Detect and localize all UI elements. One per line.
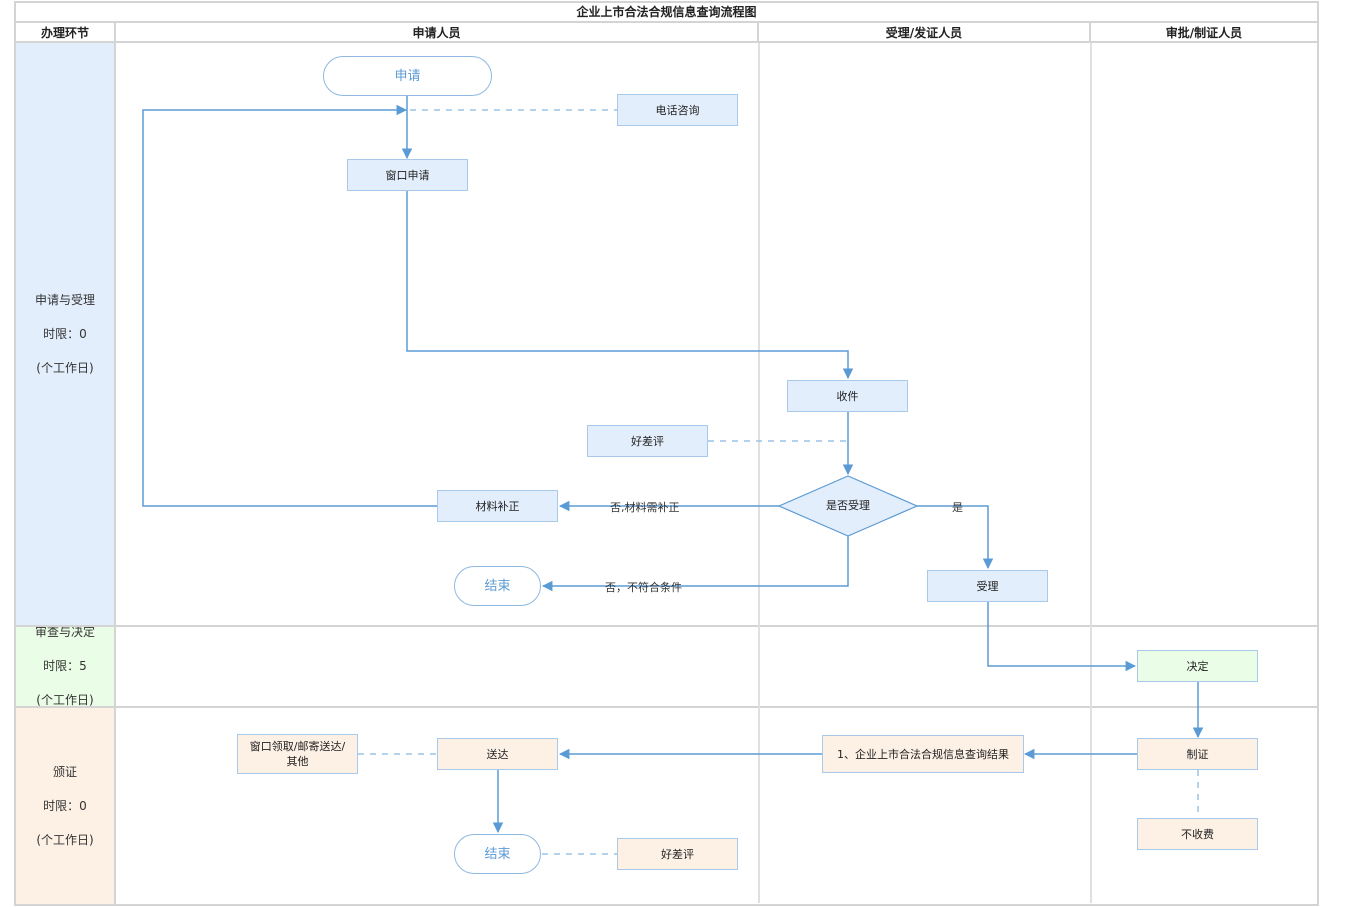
node-receive[interactable]: 收件	[787, 380, 908, 412]
node-supplement[interactable]: 材料补正	[437, 490, 558, 522]
node-end-2[interactable]: 结束	[454, 834, 541, 874]
row-divider	[14, 625, 1319, 627]
edge-supplement-loop	[142, 104, 437, 507]
stage-unit: (个工作日)	[36, 693, 94, 707]
stage-apply-accept: 申请与受理 时限：0 (个工作日)	[16, 43, 116, 625]
stage-name: 审查与决定	[34, 625, 95, 639]
edge-decision-to-end	[541, 536, 849, 592]
stage-unit: (个工作日)	[36, 832, 94, 847]
stage-limit: 时限：5	[43, 659, 87, 673]
node-decision-label[interactable]: 是否受理	[826, 499, 870, 512]
edge-accept-to-decide	[987, 601, 1137, 672]
header-approver: 审批/制证人员	[1091, 23, 1317, 43]
stage-limit: 时限：0	[43, 798, 87, 813]
stage-certificate: 颁证 时限：0 (个工作日)	[16, 708, 116, 904]
node-delivery-method[interactable]: 窗口领取/邮寄送达/ 其他	[237, 734, 358, 774]
edge-label-no-supplement: 否,材料需补正	[610, 501, 680, 514]
stage-name: 申请与受理	[34, 292, 95, 307]
edge-window-to-receive	[406, 191, 854, 380]
node-rating-1[interactable]: 好差评	[587, 425, 708, 457]
header-acceptor: 受理/发证人员	[759, 23, 1091, 43]
stage-review-decide: 审查与决定 时限：5 (个工作日)	[16, 625, 116, 707]
node-rating-2[interactable]: 好差评	[617, 838, 738, 870]
edge-decision-to-accept	[917, 505, 994, 570]
stage-unit: (个工作日)	[36, 360, 94, 375]
node-phone-consult[interactable]: 电话咨询	[617, 94, 738, 126]
node-make-cert[interactable]: 制证	[1137, 738, 1258, 770]
flowchart-title: 企业上市合法合规信息查询流程图	[14, 1, 1319, 23]
edge-label-yes: 是	[952, 501, 963, 514]
header-stage: 办理环节	[16, 23, 116, 43]
lane-divider	[1090, 43, 1092, 903]
edge-label-no-unqualified: 否，不符合条件	[605, 581, 682, 594]
node-deliver[interactable]: 送达	[437, 738, 558, 770]
row-divider	[14, 706, 1319, 708]
decision-diamond	[777, 475, 919, 537]
node-no-fee[interactable]: 不收费	[1137, 818, 1258, 850]
node-window-apply[interactable]: 窗口申请	[347, 159, 468, 191]
node-decide[interactable]: 决定	[1137, 650, 1258, 682]
lane-divider	[758, 43, 760, 903]
stage-name: 颁证	[52, 764, 77, 779]
stage-limit: 时限：0	[43, 326, 87, 341]
header-applicant: 申请人员	[116, 23, 759, 43]
node-result[interactable]: 1、企业上市合法合规信息查询结果	[822, 735, 1024, 773]
node-end-1[interactable]: 结束	[454, 566, 541, 606]
node-apply[interactable]: 申请	[323, 56, 492, 96]
node-accept[interactable]: 受理	[927, 570, 1048, 602]
